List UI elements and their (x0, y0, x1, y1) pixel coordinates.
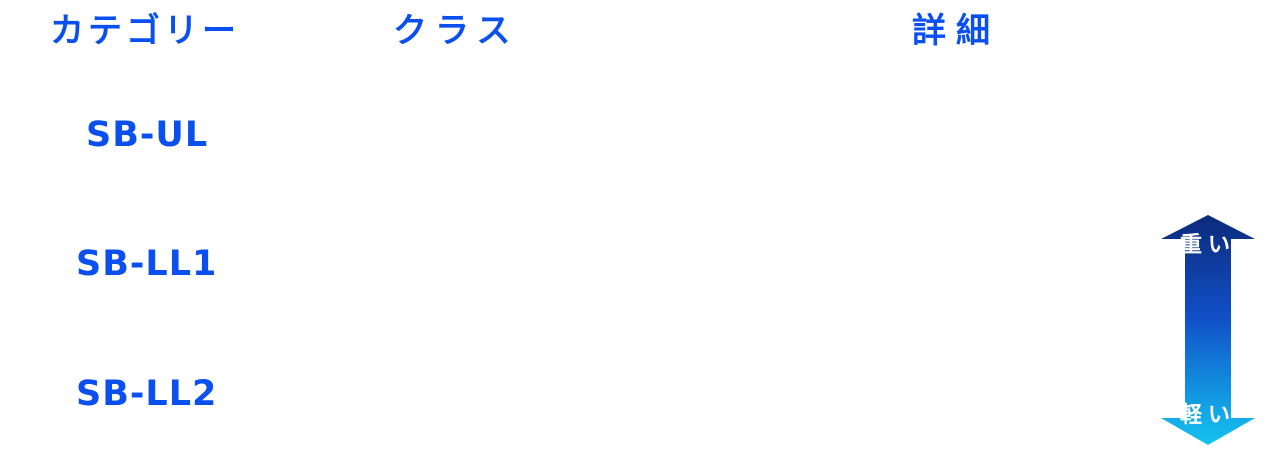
category-row-sb-ll2: SB-LL2 (76, 374, 218, 414)
category-row-sb-ll1: SB-LL1 (76, 244, 218, 284)
double-arrow-icon (1161, 215, 1255, 445)
header-class: クラス (393, 11, 519, 51)
header-category: カテゴリー (50, 11, 240, 51)
header-detail: 詳細 (912, 11, 1000, 51)
heavy-label: 重い (1179, 233, 1236, 258)
light-label: 軽い (1179, 403, 1236, 428)
weight-scale-arrow: 重い 軽い (1159, 215, 1257, 445)
category-row-sb-ul: SB-UL (86, 115, 209, 155)
